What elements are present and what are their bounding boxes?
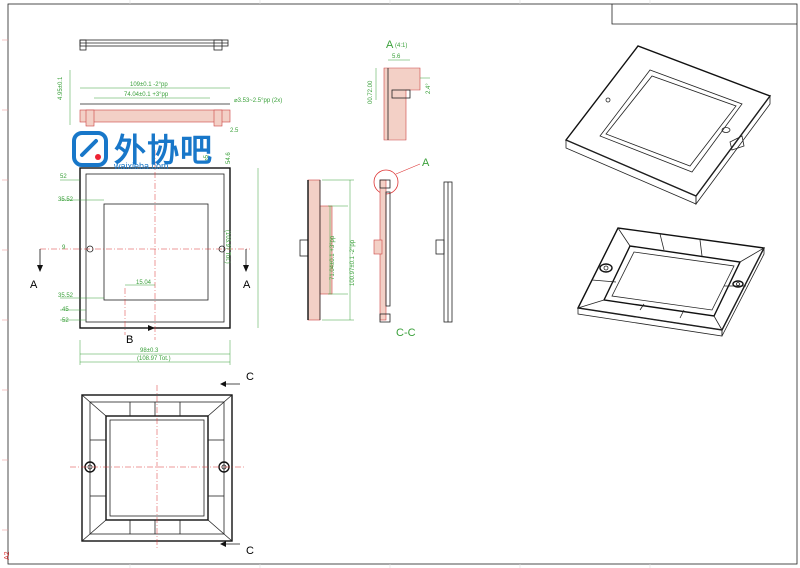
dim-h10897: (103.97 Tot.) xyxy=(224,230,230,264)
cc-section-view xyxy=(373,163,421,323)
section-a-left-arrow xyxy=(37,249,43,272)
sheet-border xyxy=(7,3,798,565)
section-c-bottom-arrow xyxy=(220,541,240,547)
dim-small-25: 2.5 xyxy=(230,128,239,134)
watermark-logo: 外协吧 waixieba.com xyxy=(70,125,220,177)
section-b-label: B xyxy=(126,334,133,346)
dim-y3552b: 35.52 xyxy=(58,293,74,299)
sheet-size-label: A2 xyxy=(4,551,11,560)
section-c-top-label: C xyxy=(246,371,254,383)
dim-y52b: 52 xyxy=(62,318,69,324)
section-c-bottom-label: C xyxy=(246,545,254,557)
detail-a-label: A xyxy=(386,39,394,51)
logo-chinese-text: 外协吧 xyxy=(114,131,214,169)
top-profile-view xyxy=(79,39,229,51)
section-c-top-arrow xyxy=(220,381,240,387)
logo-site-text: waixieba.com xyxy=(114,161,169,171)
section-view xyxy=(299,179,354,321)
left-margin-ticks xyxy=(2,39,8,531)
detail-v1: 00.72.00 xyxy=(368,80,374,104)
dim-hole: ⌀3.53~2.5°pp (2x) xyxy=(234,98,282,104)
dim-top-inner: 74.04±0.1 +3°pp xyxy=(124,92,169,98)
dim-y45: 45 xyxy=(62,307,69,313)
detail-a-scale: (4:1) xyxy=(395,43,407,49)
top-margin-ticks xyxy=(129,0,651,4)
section-a-right-arrow xyxy=(243,249,249,272)
isometric-front-view xyxy=(564,45,772,206)
dim-height-left: 4.95±0.1 xyxy=(58,76,64,100)
rear-view xyxy=(70,385,244,550)
front-view xyxy=(40,70,259,365)
title-block-corner xyxy=(611,4,797,25)
side-profile-view xyxy=(435,181,453,323)
dim-w1604: 15.04 xyxy=(136,280,152,286)
dim-d5: ⌀5 xyxy=(204,154,210,162)
detail-56: 5.6 xyxy=(392,54,401,60)
detail-v2: 2.4° xyxy=(426,83,432,94)
dim-w98: 98±0.3 xyxy=(140,348,159,354)
logo-mark-icon xyxy=(72,131,108,167)
isometric-rear-view xyxy=(576,227,766,337)
section-a-right-label: A xyxy=(243,279,251,291)
dim-sec-7104: 71.04±0.1 +3°pp xyxy=(330,235,336,280)
dim-sec-1009: 100.97±0.1 -2°pp xyxy=(350,239,356,286)
section-b-arrow xyxy=(125,325,155,331)
dim-d54: 54.6 xyxy=(226,152,232,164)
dim-y9: 9 xyxy=(62,245,66,251)
dim-y3552a: 35.52 xyxy=(58,197,74,203)
bottom-margin-ticks xyxy=(129,564,651,568)
dim-y52: 52 xyxy=(60,174,67,180)
section-cc-label: C-C xyxy=(396,327,416,339)
dim-w10897: (108.97 Tot.) xyxy=(137,356,171,362)
circle-a-label: A xyxy=(422,157,430,169)
dim-top-width: 109±0.1 -2°pp xyxy=(130,82,168,88)
section-a-left-label: A xyxy=(30,279,38,291)
detail-a-view xyxy=(375,59,430,141)
